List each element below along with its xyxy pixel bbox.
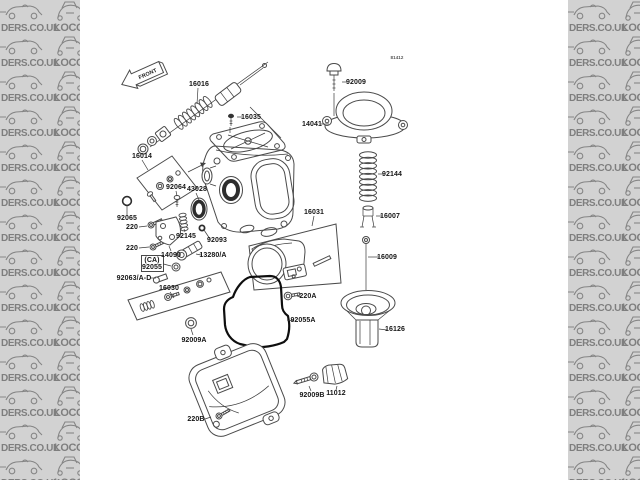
slide-spring: [173, 96, 213, 130]
float-bowl: [188, 343, 286, 437]
part-label-13280-a: 13280/A: [199, 252, 226, 259]
needle-holder-16007: [360, 205, 376, 228]
part-label-16016: 16016: [189, 81, 209, 88]
carburetor-body: [201, 113, 295, 237]
bowl-gasket-92055a: [222, 274, 291, 349]
part-label-220: 220: [126, 224, 138, 231]
part-label-92009b: 92009B: [299, 392, 324, 399]
part-label-220a: 220A: [299, 293, 316, 300]
part-label-92145: 92145: [176, 233, 196, 240]
part-label-92064: 92064: [166, 184, 186, 191]
air-screw-16035: [228, 113, 234, 133]
watermark-strip-left: DERS.CO.UK LOCOST: [0, 0, 80, 480]
piston-spring-92144: [359, 151, 377, 202]
vacuum-piston-16126: [340, 290, 396, 348]
watermark-tiles-right: [568, 0, 640, 480]
part-label-14041: 14041: [302, 121, 322, 128]
part-label-92009: 92009: [346, 79, 366, 86]
screw-220b: [215, 408, 231, 420]
cover-plate-14090: [155, 216, 181, 246]
part-label-92093: 92093: [207, 237, 227, 244]
chamber-cover-14041: [322, 91, 408, 144]
part-label-16035: 16035: [241, 114, 261, 121]
nut-92009a: [185, 317, 197, 329]
needle-jet-set-box: [136, 155, 206, 211]
part-label-14090: 14090: [161, 252, 181, 259]
screw-92009b: [292, 372, 319, 385]
jet-needle-16009: [362, 236, 370, 290]
vacuum-piston-assembly-box: [247, 223, 342, 291]
part-label-16031: 16031: [304, 209, 324, 216]
throttle-slide-assembly: [137, 61, 282, 155]
pilot-parts-cluster: [121, 195, 208, 284]
part-label-16007: 16007: [380, 213, 400, 220]
cap-screw-92009: [326, 62, 342, 116]
leader-lines: [126, 81, 388, 420]
part-label-ca-note: (CA): [144, 257, 159, 264]
part-label-16030: 16030: [159, 285, 179, 292]
front-arrow: FRONT: [121, 60, 169, 90]
part-label-11012: 11012: [326, 390, 346, 397]
part-label-92055a: 92055A: [290, 317, 315, 324]
part-label-92063-a-d: 92063/A-D: [117, 275, 152, 282]
jet-92063: [152, 273, 169, 284]
part-label-92065: 92065: [117, 215, 137, 222]
pilot-screw-set-box: [127, 271, 231, 321]
drawing-ref-number: 81412: [390, 55, 403, 60]
part-label-220-2: 220: [126, 245, 138, 252]
ca-92055-box: [141, 255, 164, 272]
watermark-strip-right: [568, 0, 640, 480]
part-label-92009a: 92009A: [181, 337, 206, 344]
part-label-92144: 92144: [382, 171, 402, 178]
part-label-16126: 16126: [385, 326, 405, 333]
part-label-16009: 16009: [377, 254, 397, 261]
watermark-tiles-left: [0, 0, 80, 480]
screw-220a: [283, 291, 301, 301]
part-label-43028: 43028: [187, 186, 207, 193]
plunger-13280: [176, 240, 203, 261]
part-label-16014: 16014: [132, 153, 152, 160]
part-label-92055: 92055: [142, 264, 162, 271]
part-label-220b: 220B: [187, 416, 204, 423]
cap-11012: [322, 363, 349, 385]
